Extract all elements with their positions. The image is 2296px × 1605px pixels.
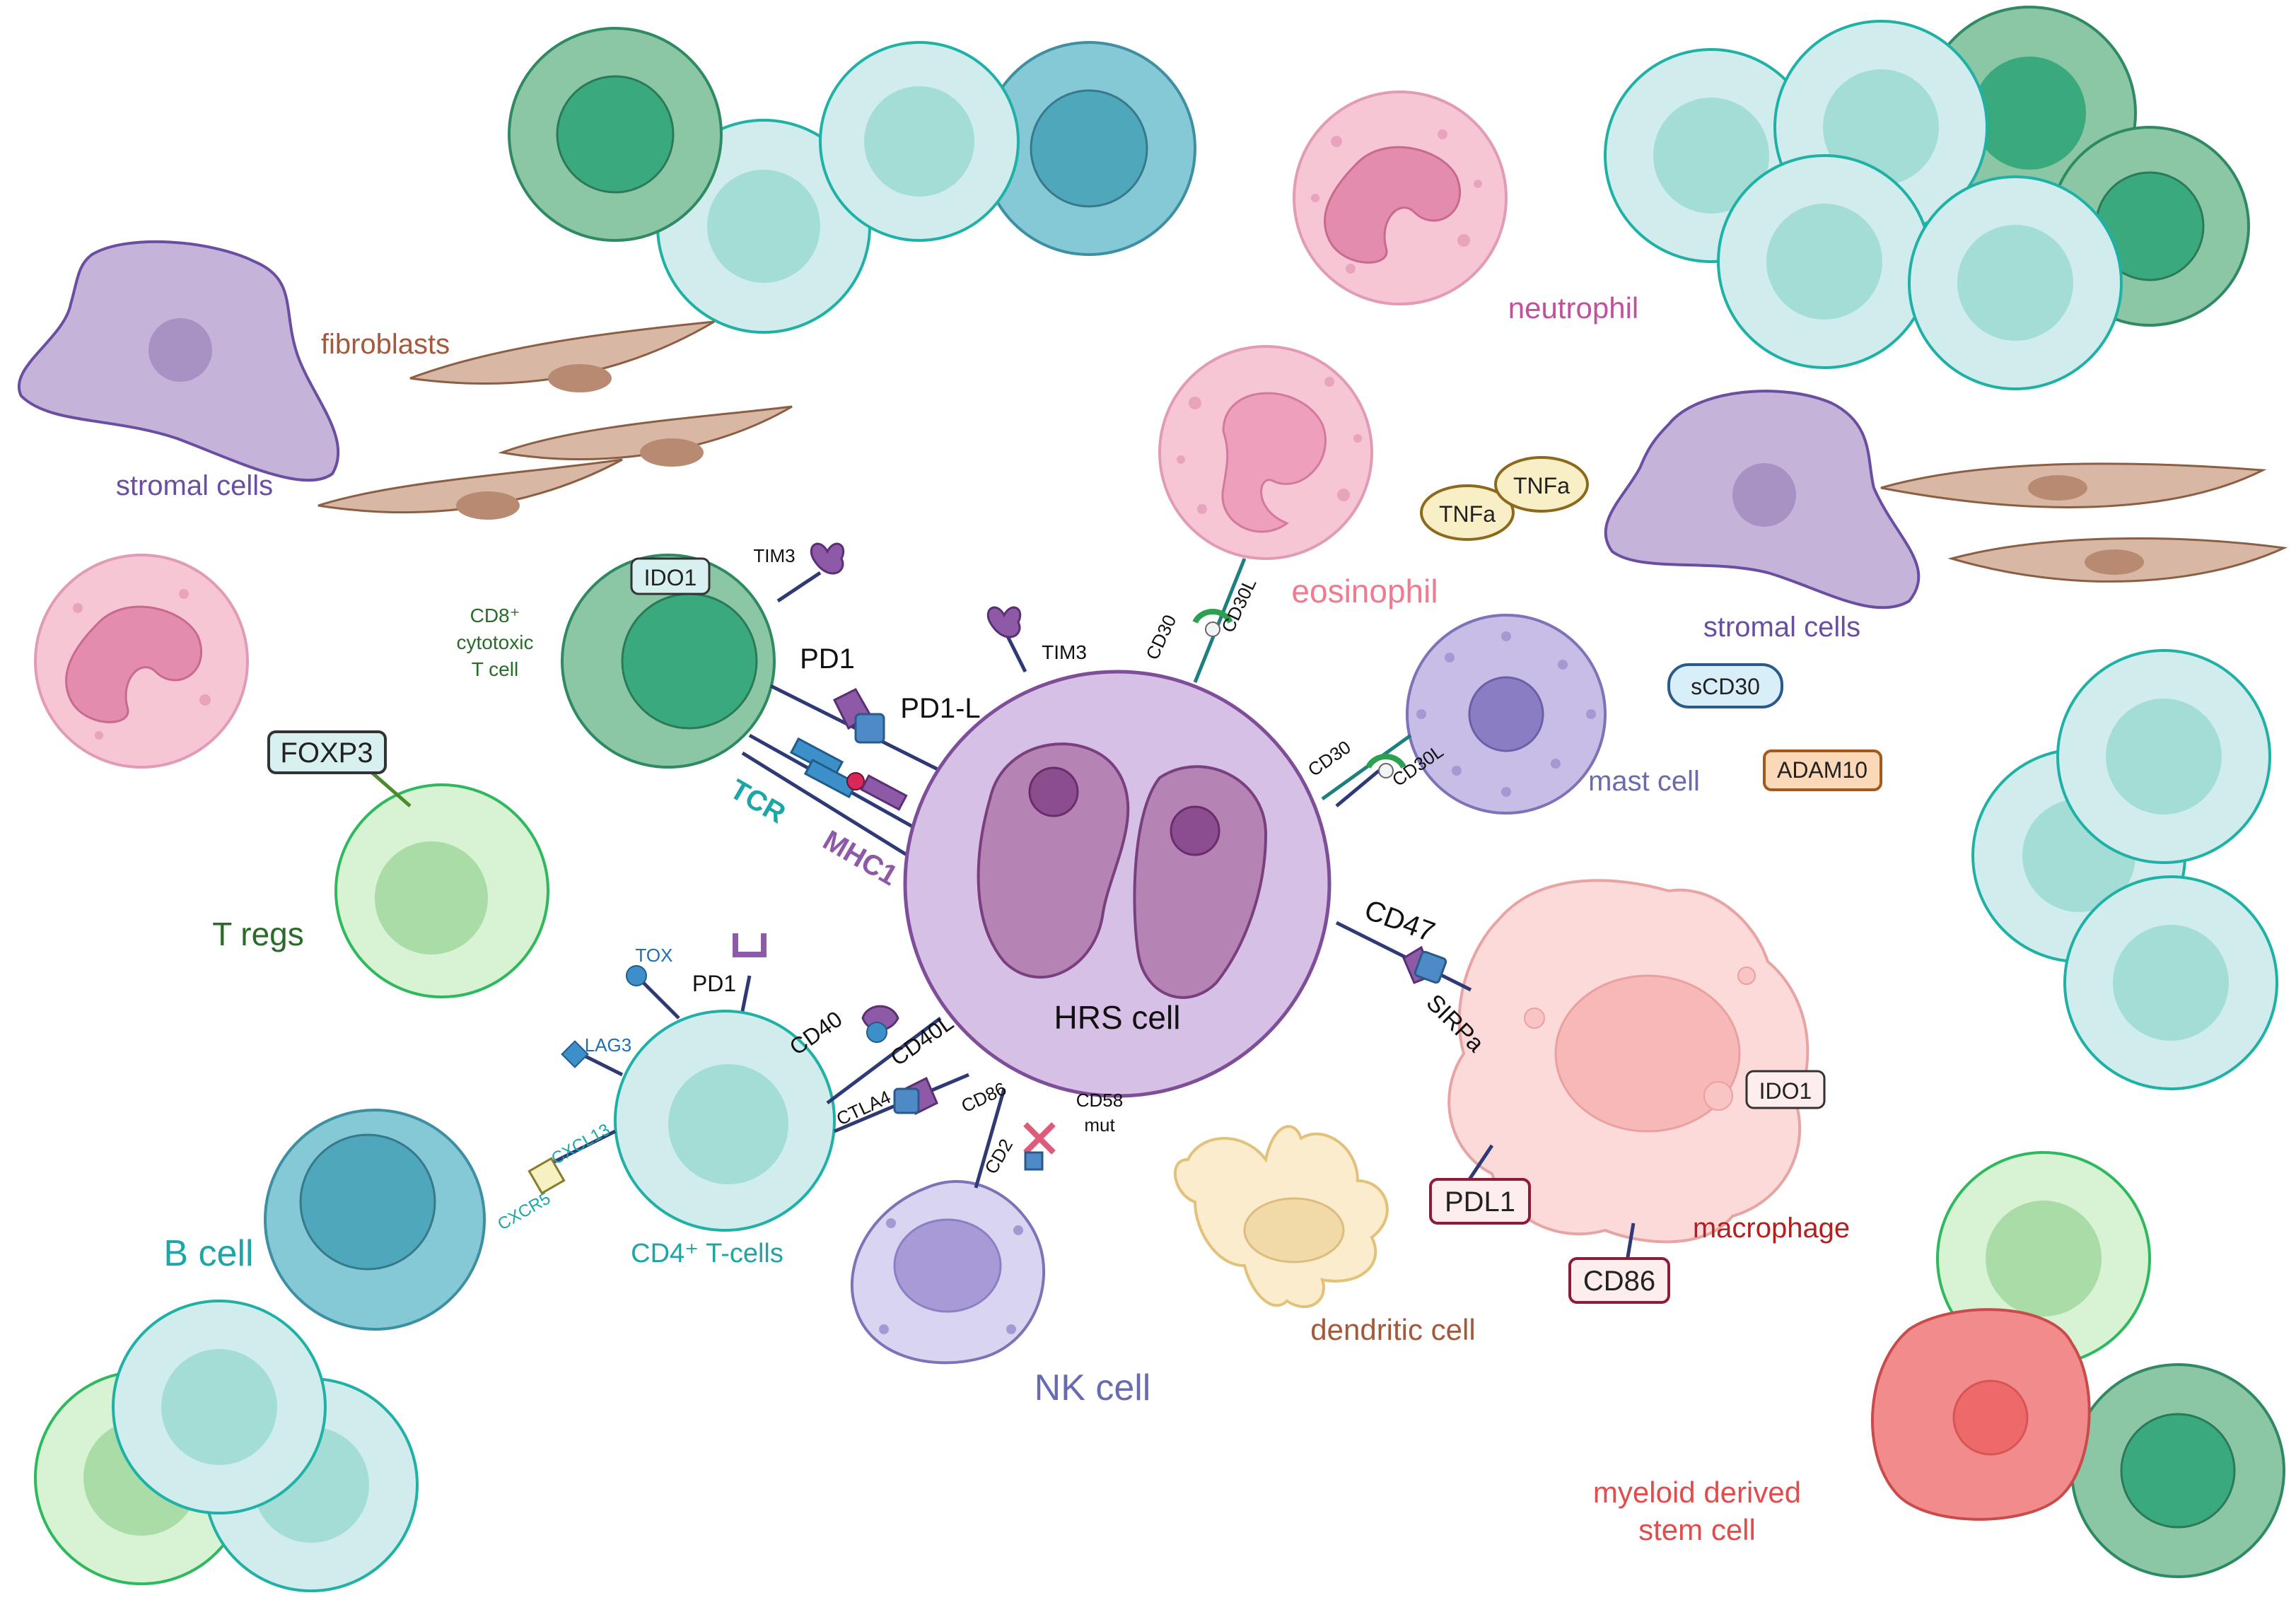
tcr-mhc1-receptor-icon [789,737,908,811]
myeloid-label-line1: myeloid derived [1593,1476,1801,1509]
cd30-mast-label: CD30 [1304,736,1355,781]
cd30-eosinophil-label: CD30 [1141,612,1180,663]
fibroblasts-label: fibroblasts [321,329,450,360]
cd58-label-line1: CD58 [1076,1090,1123,1111]
ctla4-cd86-receptor-icon [893,1076,938,1116]
t-regs-label: T regs [212,916,304,952]
connector-cd30-eosinophil [1193,558,1247,683]
cd30-cd30l-eosinophil-icon [1192,609,1233,637]
tox-marker-icon [626,965,647,986]
macrophage-label: macrophage [1693,1213,1850,1244]
tnfa-badge-2: TNFa [1494,456,1589,513]
cd47-sirpa-receptor-icon [1402,945,1447,984]
cd2-cd58-receptor-icon [1023,1122,1056,1171]
myeloid-label-line2: stem cell [1638,1513,1756,1546]
cxcl13-cxcr5-receptor-icon [528,1157,566,1195]
cd8-t-cell [561,554,776,769]
cell-cluster-top-center [508,27,1196,334]
eosinophil-label: eosinophil [1291,573,1438,609]
eosinophil-cell [1158,345,1373,560]
pd1-cd4-label: PD1 [692,971,736,996]
tnfa-text-1: TNFa [1439,501,1496,527]
cd86-macrophage-badge: CD86 [1568,1257,1670,1304]
scd30-text: sCD30 [1691,674,1760,699]
macrophage-cell [1447,879,1810,1244]
tim3-cd8-label: TIM3 [753,545,795,566]
nk-cell [850,1180,1046,1365]
mhc1-label: MHC1 [817,824,902,892]
cd86-hrs-label: CD86 [958,1078,1010,1116]
cd2-label: CD2 [980,1135,1017,1177]
cxcr5-label: CXCR5 [494,1189,554,1234]
pd1-pdl1-receptor-icon [832,688,885,744]
neutrophil-label: neutrophil [1508,291,1638,325]
tox-label: TOX [636,945,673,966]
cd30l-eosinophil-label: CD30L [1217,575,1260,636]
pdl1-badge: PDL1 [1429,1178,1531,1225]
adam10-text: ADAM10 [1777,757,1867,783]
dendritic-cell-label: dendritic cell [1310,1313,1475,1346]
foxp3-badge: FOXP3 [267,730,387,774]
ido1-cd8-badge: IDO1 [630,557,711,595]
pdl1-text: PDL1 [1445,1186,1515,1218]
ido1-macrophage-badge: IDO1 [1745,1070,1826,1109]
pd1-cd4-receptor-icon [733,933,767,957]
tcr-label: TCR [725,774,791,829]
cd40-cd40l-receptor-icon [861,1005,899,1043]
ido1-macrophage-text: IDO1 [1759,1078,1812,1104]
cd4-t-cell [614,1010,836,1232]
ido1-cd8-text: IDO1 [644,565,697,590]
cd58-label-line2: mut [1084,1114,1115,1136]
scd30-badge: sCD30 [1667,663,1783,708]
cxcl13-label: CXCL13 [548,1120,613,1169]
stromal-cells-left-label: stromal cells [116,470,273,501]
cell-cluster-bottom-left [34,1300,419,1592]
fibroblast-group-left [317,320,793,520]
cd8-label-line1: CD8⁺ [470,605,520,626]
tim3-hrs-receptor-icon [986,606,1022,638]
neutrophil-top [1293,91,1508,305]
lag3-marker-icon [561,1040,589,1068]
dendritic-cell [1174,1125,1389,1309]
stromal-cells-right-label: stromal cells [1703,612,1860,643]
tim3-hrs-label: TIM3 [1042,641,1087,663]
cd8-label-line2: cytotoxic [457,631,534,653]
pd1-cd8-label: PD1 [800,643,855,675]
cell-cluster-top-right [1604,6,2250,390]
cd86-macrophage-text: CD86 [1583,1266,1655,1297]
myeloid-cluster [1871,1151,2285,1578]
tim3-cd8-receptor-icon [810,542,845,575]
lag3-label: LAG3 [585,1034,632,1056]
mast-cell-label: mast cell [1588,766,1700,797]
nk-cell-label: NK cell [1035,1367,1151,1408]
tnfa-badge-1: TNFa [1420,484,1515,541]
stromal-cell-left [18,240,340,482]
fibroblast-group-right [1880,462,2288,583]
cd30-cd30l-mast-icon [1365,754,1406,778]
adam10-badge: ADAM10 [1763,749,1882,791]
stromal-cell-right [1604,390,1921,609]
cell-cluster-right [1971,649,2278,1090]
foxp3-text: FOXP3 [280,737,373,769]
cd8-label-line3: T cell [472,658,518,680]
connector-cd30-mast [1321,733,1412,801]
hrs-cell-label: HRS cell [1054,999,1181,1036]
t-reg-cell [334,783,549,998]
b-cell-label: B cell [163,1233,253,1274]
cd4-t-cells-label: CD4⁺ T-cells [631,1239,783,1268]
pd1l-label: PD1-L [900,693,980,724]
cd40-label: CD40 [785,1006,847,1060]
neutrophil-left [34,554,249,769]
hrs-cell [903,670,1331,1098]
mast-cell [1406,614,1607,815]
tnfa-text-2: TNFa [1513,473,1570,498]
b-cell [264,1109,486,1331]
